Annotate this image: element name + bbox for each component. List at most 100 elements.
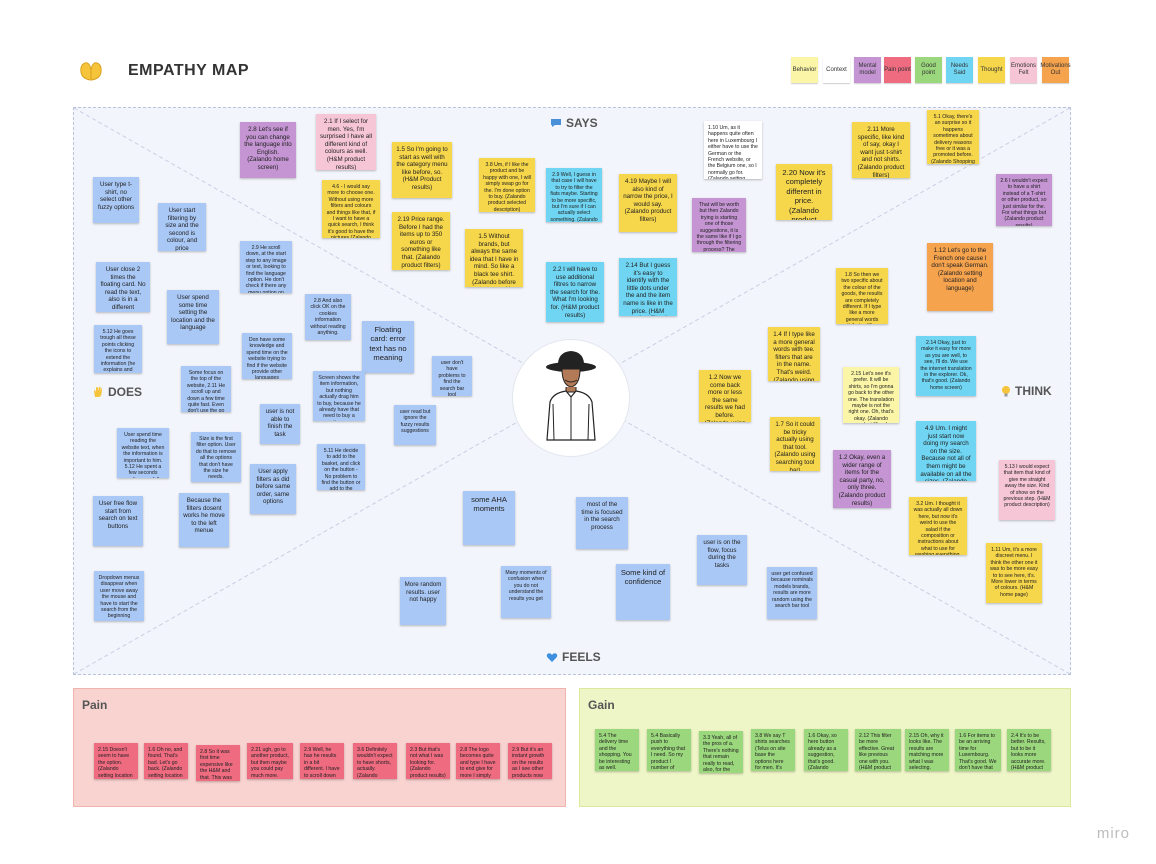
sticky-note[interactable]: User close 2 times the floating card. No…: [96, 262, 150, 312]
sticky-note[interactable]: 2.6 I wouldn't expect to have a shirt in…: [996, 174, 1052, 226]
pain-sticky[interactable]: 2.9 Well, he has he results in a bit dif…: [300, 743, 344, 779]
sticky-note[interactable]: 5.1 Okay, there's an surprise so it happ…: [927, 110, 979, 164]
sticky-note[interactable]: User spend time reading the website text…: [117, 428, 169, 478]
persona-illustration: [546, 351, 596, 441]
sticky-note[interactable]: Because the filters dosent works he move…: [179, 493, 229, 547]
sticky-note[interactable]: 1.2 Now we come back more or less the sa…: [699, 370, 751, 422]
sticky-note[interactable]: Some focus on the top of the website, 2.…: [181, 366, 231, 412]
sticky-note[interactable]: Don have some knowledge and spend time o…: [242, 333, 292, 379]
sticky-note[interactable]: 1.5 So I'm going to start as well with t…: [392, 142, 452, 198]
gain-sticky[interactable]: 2.12 This filter be more effective. Grea…: [855, 729, 901, 771]
sticky-note[interactable]: Floating card: error text has no meaning: [362, 321, 414, 373]
sticky-note[interactable]: 2.8 Let's see if you can change the lang…: [240, 122, 296, 178]
sticky-note[interactable]: 2.1 If I select for men. Yes, I'm surpri…: [316, 114, 376, 170]
sticky-note[interactable]: 5.12 He goes trough all these points cli…: [94, 325, 142, 373]
gain-sticky[interactable]: 5.4 The delivery time and the shopping. …: [595, 729, 639, 771]
sticky-note[interactable]: 2.20 Now it's completely different in pr…: [776, 164, 832, 220]
gain-sticky[interactable]: 1.6 Okay, so here button already as a su…: [804, 729, 848, 771]
sticky-note[interactable]: That will be worth but then Zalando tryi…: [692, 198, 746, 252]
persona-circle: [513, 340, 629, 456]
says-label: SAYS: [550, 116, 598, 130]
pain-sticky[interactable]: 2.15 Doesn't seem to have the option. (Z…: [94, 743, 138, 779]
hands-icon: [80, 62, 102, 81]
feels-label: FEELS: [546, 650, 601, 664]
sticky-note[interactable]: most of the time is focused in the searc…: [576, 497, 628, 549]
page-title: EMPATHY MAP: [128, 62, 250, 79]
sticky-note[interactable]: 2.15 Let's see it's prefer. It will be s…: [843, 367, 899, 423]
pain-sticky[interactable]: 2.9 But it's an instant growth on the re…: [508, 743, 552, 779]
legend-motivations-out: Motivations Out: [1040, 57, 1071, 83]
gain-title: Gain: [588, 698, 615, 712]
sticky-note[interactable]: 2.8 And also click OK on the cookies inf…: [305, 294, 351, 340]
gain-sticky[interactable]: 1.6 For items to be an arriving time for…: [955, 729, 1001, 771]
sticky-note[interactable]: More random results. user not happy: [400, 577, 446, 625]
pain-sticky[interactable]: 1.6 Oh no, and found. That's bad. Let's …: [144, 743, 188, 779]
sticky-note[interactable]: User start filtering by size and the sec…: [158, 203, 206, 251]
sticky-note[interactable]: 1.8 So then we two specific about the co…: [836, 268, 888, 324]
sticky-note[interactable]: 1.2 Okay, even a wider range of items fo…: [833, 450, 891, 508]
sticky-note[interactable]: 3.8 Um, if I like the product and be hap…: [479, 158, 535, 212]
sticky-note[interactable]: 1.7 So it could be tricky actually using…: [770, 417, 820, 471]
legend-thought: Thought: [978, 57, 1005, 83]
miro-logo: miro: [1096, 825, 1130, 842]
sticky-note[interactable]: 2.11 More specific, like kind of say, ok…: [852, 122, 910, 178]
sticky-note[interactable]: 5.13 I would expect that item that kind …: [999, 460, 1055, 520]
pain-sticky[interactable]: 2.21 ugh, go to another product, but the…: [247, 743, 293, 779]
gain-sticky[interactable]: 3.8 We say T shirts searches (Telus on s…: [751, 729, 795, 771]
hand-icon: [94, 386, 102, 397]
heart-icon: [546, 652, 558, 662]
gain-sticky[interactable]: 2.15 Oh, why it looks like. The results …: [905, 729, 949, 771]
sticky-note[interactable]: 2.9 Well, I guess in that case I will ha…: [546, 168, 602, 222]
sticky-note[interactable]: 2.14 But I guess it's easy to identify w…: [619, 258, 677, 316]
pain-title: Pain: [82, 698, 108, 712]
sticky-note[interactable]: 4.19 Maybe I will also kind of narrow th…: [619, 174, 677, 232]
sticky-note[interactable]: user is not able to finish the task: [260, 404, 300, 444]
sticky-note[interactable]: 1.5 Without brands, but always the same …: [465, 229, 523, 287]
sticky-note[interactable]: user don't have problems to find the sea…: [432, 356, 472, 396]
sticky-note[interactable]: 1.12 Let's go to the French one cause I …: [927, 243, 993, 311]
think-label: THINK: [1001, 384, 1052, 398]
sticky-note[interactable]: 1.11 Um, it's a more discreet menu. I th…: [986, 543, 1042, 603]
sticky-note[interactable]: User apply filters as did before same or…: [250, 464, 296, 514]
sticky-note[interactable]: 4.9 Um. I might just start now doing my …: [916, 421, 976, 481]
sticky-note[interactable]: 4.6 - I would say more to choose one. Wi…: [322, 180, 380, 238]
sticky-note[interactable]: Many moments of confusion when you do no…: [501, 566, 551, 618]
sticky-note[interactable]: User type t-shirt, no select other fuzzy…: [93, 177, 139, 223]
quadrant-dividers: [74, 108, 1070, 674]
gain-sticky[interactable]: 2.4 It's to be better. Results, but to b…: [1007, 729, 1051, 771]
sticky-note[interactable]: 2.19 Price range. Before I had the items…: [392, 212, 450, 270]
legend-needs-said: Needs Said: [946, 57, 973, 83]
sticky-note[interactable]: User free flow start from search on text…: [93, 496, 143, 546]
sticky-note[interactable]: Some kind of confidence: [616, 564, 670, 620]
sticky-note[interactable]: Screen shows the item information, but n…: [313, 371, 365, 421]
sticky-note[interactable]: some AHA moments: [463, 491, 515, 545]
sticky-note[interactable]: 2.14 Okay, just to make it easy for more…: [916, 336, 976, 396]
sticky-note[interactable]: user is on the flow, focus during the ta…: [697, 535, 747, 585]
pain-sticky[interactable]: 3.6 Definitely wouldn't expect to have s…: [353, 743, 397, 779]
sticky-note[interactable]: 1.10 Um, as it happens quite often here …: [704, 121, 762, 179]
lightbulb-icon: [1002, 385, 1010, 396]
pain-sticky[interactable]: 2.8 The logo becomes quite and type I ha…: [456, 743, 500, 779]
gain-sticky[interactable]: 3.3 Yeah, all of the pros of a. There's …: [699, 731, 743, 773]
sticky-note[interactable]: 2.9 He scroll down, at the start step to…: [240, 241, 292, 293]
sticky-note[interactable]: user read but ignore the fuzzy results s…: [394, 405, 436, 445]
legend-behavior: Behavior: [791, 57, 818, 83]
legend-context: Context: [823, 57, 850, 83]
legend-mental-model: Mental model: [854, 57, 881, 83]
speech-bubble-icon: [551, 119, 561, 127]
sticky-note[interactable]: user get confused because nominals model…: [767, 567, 817, 619]
sticky-note[interactable]: Dropdown menus disappear when user move …: [94, 571, 144, 621]
sticky-note[interactable]: User spend some time setting the locatio…: [167, 290, 219, 344]
does-label: DOES: [92, 385, 142, 399]
pain-sticky[interactable]: 2.3 But that's not what I was looking fo…: [406, 743, 450, 779]
sticky-note[interactable]: Size is the first filter option. User do…: [191, 432, 241, 482]
pain-sticky[interactable]: 2.8 So it was first time expensive like …: [196, 745, 240, 781]
sticky-note[interactable]: 3.2 Um. I thought it was actually all do…: [909, 497, 967, 555]
legend-pain-point: Pain point: [884, 57, 911, 83]
sticky-note[interactable]: 2.2 I will have to use additional filtre…: [546, 262, 604, 322]
sticky-note[interactable]: 1.4 If I type like a more general words …: [768, 327, 820, 381]
gain-sticky[interactable]: 5.4 Basically push to everything that I …: [647, 729, 691, 771]
sticky-note[interactable]: 5.11 He decide to add to the basket, and…: [317, 444, 365, 490]
legend-emotions-felt: Emotions Felt: [1010, 57, 1037, 83]
legend-good-point: Good point: [915, 57, 942, 83]
